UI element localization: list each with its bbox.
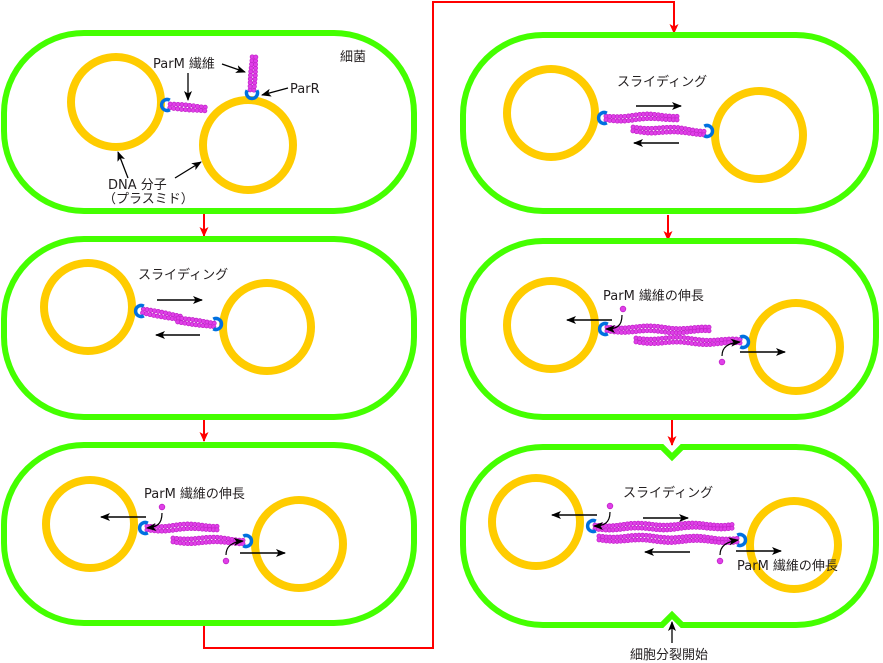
parr-cap (596, 110, 608, 126)
flow-arrow-3-to-4 (203, 1, 679, 649)
parm-monomer-bead (187, 102, 193, 108)
curved-arrow (593, 511, 611, 530)
curved-arrow (719, 537, 739, 556)
parm-monomer (222, 557, 230, 565)
cell-membrane-2 (1, 236, 417, 420)
plasmid (503, 65, 599, 161)
curved-arrow (225, 537, 244, 556)
parr-pointer (261, 87, 289, 97)
dna-pointer (174, 161, 202, 179)
parr-cap (212, 316, 224, 332)
parm-filament (630, 124, 707, 138)
parm-filament (140, 306, 183, 323)
parm-filament (175, 315, 217, 330)
plasmid (748, 299, 844, 395)
parm-filament (144, 521, 220, 534)
plasmid (40, 259, 136, 355)
cell-membrane-6-dividing (460, 444, 879, 628)
parr-cap (703, 123, 715, 139)
dna-label-line2: （プラスミド） (103, 192, 194, 207)
parr-cap (137, 520, 149, 536)
plasmid (488, 474, 584, 570)
parr-cap (133, 303, 145, 319)
parm-monomer-bead (175, 106, 181, 112)
cells (1, 30, 879, 628)
sliding-label: スライディング (138, 267, 228, 283)
curved-arrow (605, 314, 623, 333)
parm-monomer (718, 358, 726, 366)
flow-arrows (199, 1, 679, 649)
monomers (158, 305, 726, 565)
parm-filament (167, 101, 208, 114)
parm-filament (247, 54, 259, 93)
parm-monomer-bead (214, 527, 220, 533)
plasmid (67, 53, 165, 151)
division-start-label: 細胞分裂開始 (630, 648, 708, 663)
elongation-label: ParM 繊維の伸長 (737, 558, 838, 574)
cell-membrane-3 (1, 442, 417, 626)
parm-filament (604, 323, 712, 336)
parm-filament (603, 111, 680, 124)
parr-label: ParR (290, 82, 320, 97)
monomer-incorporation-arrows (146, 314, 741, 556)
parm-filament-pointer (221, 63, 246, 73)
elongation-label: ParM 繊維の伸長 (144, 486, 245, 502)
parm-monomer (619, 305, 627, 313)
parm-filament (633, 334, 743, 348)
parr-proteins (133, 89, 751, 549)
parm-monomer (716, 557, 724, 565)
dna-pointer (117, 151, 129, 179)
plasmids (40, 53, 844, 593)
parm-monomer-bead (190, 107, 196, 113)
sliding-label: スライディング (623, 485, 713, 501)
parr-cap (242, 533, 254, 549)
plasmid (42, 476, 138, 572)
annotation-pointers (117, 63, 676, 643)
parr-cap (736, 532, 748, 548)
parm-monomer-bead (674, 117, 680, 123)
parm-filament (592, 520, 735, 533)
labels: 細菌 ParM 繊維 ParR DNA 分子 （プラスミド） スライディング P… (103, 50, 838, 663)
parr-cap (159, 97, 171, 113)
parm-monomer-bead (202, 108, 208, 114)
parm-filament-label: ParM 繊維 (153, 56, 215, 72)
parm-monomer (158, 503, 166, 511)
cell-membrane-5 (460, 238, 879, 420)
plasmid (711, 87, 807, 183)
curved-arrow (146, 512, 163, 531)
parm-filament (170, 534, 246, 547)
parm-monomer-bead (729, 525, 735, 531)
plasmid (746, 497, 842, 593)
sliding-label: スライディング (617, 74, 707, 90)
plasmid (219, 279, 315, 375)
parr-cap (585, 518, 597, 534)
plasmid (199, 96, 297, 194)
parm-monomer (606, 502, 614, 510)
parm-monomer-bead (253, 54, 259, 60)
parm-monomer-bead (737, 340, 743, 346)
parm-monomer-bead (191, 103, 196, 109)
cell-membrane-4 (460, 32, 879, 214)
parr-cap (244, 89, 260, 101)
parm-monomer-bead (171, 105, 177, 111)
parr-cap (739, 334, 751, 350)
plasmid (251, 496, 347, 592)
cell-membrane-1 (1, 30, 417, 214)
elongation-label: ParM 繊維の伸長 (603, 288, 704, 304)
curved-arrow (721, 338, 741, 357)
parm-monomer-bead (706, 328, 712, 334)
parr-cap (597, 321, 609, 337)
motion-arrows (100, 102, 786, 557)
dna-label-line1: DNA 分子 (108, 178, 167, 193)
bacterium-label: 細菌 (340, 50, 366, 65)
parm-filament (596, 532, 740, 546)
plasmid (503, 277, 599, 373)
